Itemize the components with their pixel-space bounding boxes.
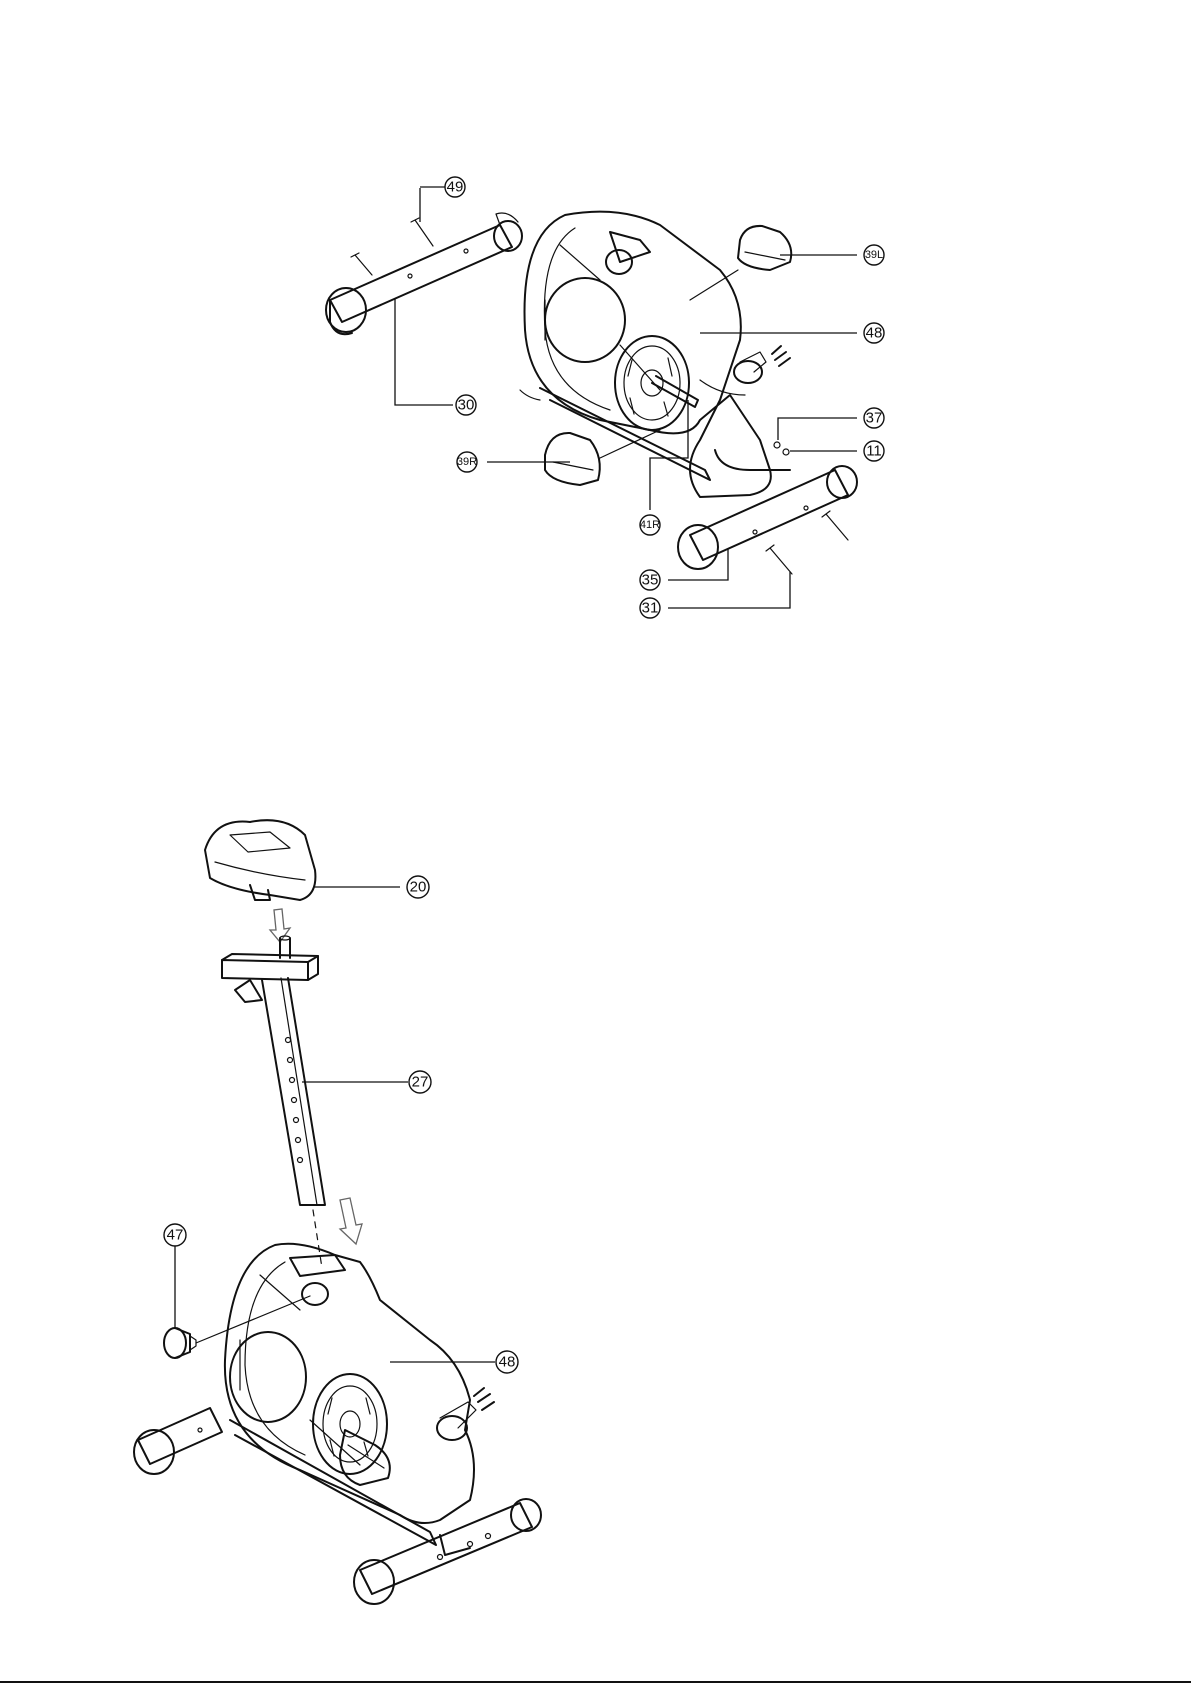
arrow-down-post: [340, 1198, 362, 1244]
rear-stabilizer: [326, 213, 522, 334]
seat-post: [222, 936, 325, 1205]
callout-11: 11: [864, 441, 884, 461]
lower-assembly-drawing: 20 27 47 48: [134, 820, 541, 1604]
svg-text:39L: 39L: [865, 249, 883, 261]
callout-30: 30: [456, 395, 476, 415]
bolt-rear-left: [351, 253, 372, 275]
callout-49: 49: [445, 177, 465, 197]
main-frame-lower: [134, 1244, 541, 1604]
adjustment-knob: [164, 1296, 310, 1358]
svg-text:27: 27: [412, 1074, 429, 1091]
callout-31: 31: [640, 598, 660, 618]
callout-48-lower: 48: [496, 1351, 518, 1373]
nut-11: [783, 449, 789, 455]
pedal-right: [545, 430, 660, 485]
callout-20: 20: [407, 876, 429, 898]
svg-text:47: 47: [167, 1227, 184, 1244]
svg-text:37: 37: [866, 410, 883, 427]
callout-48-upper: 48: [864, 323, 884, 343]
svg-text:41R: 41R: [640, 519, 660, 531]
svg-text:11: 11: [866, 443, 882, 460]
callout-35: 35: [640, 570, 660, 590]
svg-text:30: 30: [458, 397, 475, 414]
callout-41R: 41R: [640, 515, 660, 535]
svg-text:35: 35: [642, 572, 659, 589]
bolt-front-right: [822, 511, 848, 540]
upper-assembly-drawing: 49 30 39R 41R 39L 48 37 11: [326, 177, 884, 618]
pedal-left: [690, 226, 791, 300]
callout-39L: 39L: [864, 245, 884, 265]
callout-27: 27: [409, 1071, 431, 1093]
saddle: [205, 820, 315, 900]
insertion-guide: [313, 1210, 322, 1268]
callout-39R: 39R: [457, 452, 477, 472]
front-stabilizer: [678, 466, 857, 569]
main-frame: [520, 212, 790, 497]
svg-text:49: 49: [447, 179, 464, 196]
bolt-49: [411, 218, 433, 246]
callout-37: 37: [864, 408, 884, 428]
svg-text:20: 20: [410, 879, 427, 896]
callout-47: 47: [164, 1224, 186, 1246]
svg-text:48: 48: [499, 1354, 516, 1371]
svg-text:39R: 39R: [457, 456, 477, 468]
bolt-31: [766, 545, 792, 574]
svg-text:31: 31: [642, 600, 659, 617]
svg-text:48: 48: [866, 325, 883, 342]
washer-37: [774, 442, 780, 448]
